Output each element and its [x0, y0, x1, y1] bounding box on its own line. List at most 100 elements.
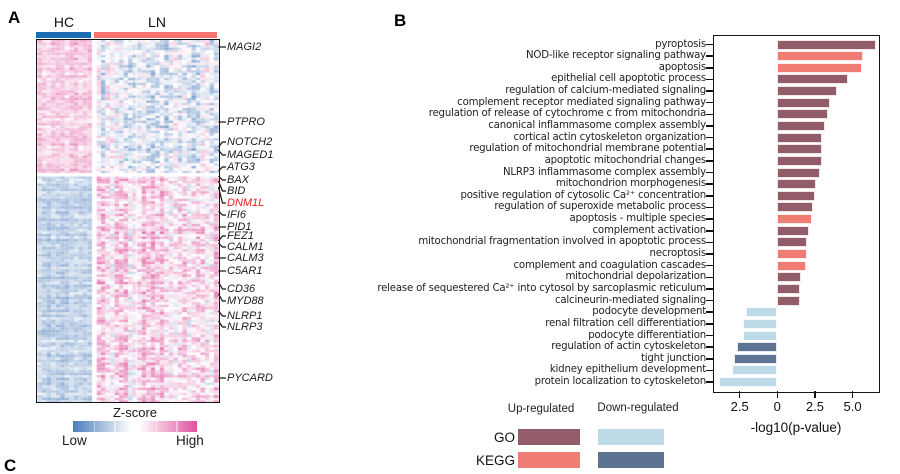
- colorbar-title: Z-score: [112, 405, 158, 420]
- pathway-label: regulation of superoxide metabolic proce…: [494, 201, 706, 213]
- enrichment-bar: [745, 307, 778, 318]
- y-axis-tick: [705, 43, 713, 46]
- pathway-label: mitochondrial depolarization: [565, 271, 706, 283]
- pathway-label: pyroptosis: [655, 38, 706, 50]
- y-axis-tick: [705, 78, 713, 81]
- enrichment-bar: [777, 225, 809, 236]
- heatmap-group-hc-bar: [36, 31, 91, 38]
- gene-leader-line: [218, 166, 226, 172]
- gene-label: NLRP1: [227, 309, 263, 322]
- y-axis-tick: [705, 311, 713, 313]
- gene-leader-line: [218, 149, 226, 156]
- heatmap-group-hc-label: HC: [53, 14, 75, 30]
- y-axis-tick: [705, 241, 713, 244]
- gene-leader-line: [218, 141, 226, 148]
- pathway-label: apoptosis: [658, 61, 706, 73]
- x-axis-tick: [738, 391, 741, 398]
- y-axis-tick: [705, 334, 713, 337]
- y-axis-tick: [705, 195, 713, 197]
- y-axis-tick: [705, 346, 713, 348]
- colorbar-tick: [176, 421, 178, 432]
- gene-label: CD36: [227, 282, 256, 295]
- enrichment-bar: [732, 365, 778, 376]
- pathway-label: regulation of actin cytoskeleton: [551, 341, 706, 353]
- legend-kegg-label: KEGG: [475, 453, 515, 468]
- y-axis-tick: [705, 113, 713, 116]
- colorbar-tick: [114, 421, 116, 432]
- gene-leader-line: [218, 320, 226, 328]
- x-axis-tick: [851, 391, 854, 398]
- enrichment-bar: [736, 342, 778, 353]
- pathway-label: complement activation: [592, 224, 707, 236]
- y-axis-tick: [705, 136, 713, 139]
- y-axis-tick: [705, 148, 713, 151]
- pathway-label: protein localization to cytoskeleton: [534, 376, 707, 388]
- x-axis-tick: [814, 391, 816, 398]
- y-axis-tick: [705, 183, 713, 185]
- x-tick-label: 5.0: [843, 399, 862, 414]
- y-axis-tick: [705, 357, 713, 360]
- gene-label: BAX: [227, 173, 250, 186]
- enrichment-bar: [777, 202, 814, 213]
- enrichment-bar: [777, 260, 806, 271]
- pathway-label: NOD-like receptor signaling pathway: [526, 50, 706, 62]
- gene-label: CALM3: [227, 251, 264, 264]
- enrichment-bar: [777, 74, 849, 85]
- enrichment-bar: [777, 97, 830, 108]
- enrichment-bar: [742, 330, 778, 341]
- gene-leader-line: [218, 242, 226, 248]
- pathway-label: NLRP3 inflammasome complex assembly: [502, 166, 706, 178]
- y-axis-tick: [705, 381, 713, 383]
- y-axis-tick: [705, 369, 713, 372]
- legend-swatch-kegg-up: [518, 452, 580, 468]
- enrichment-bar: [777, 272, 802, 283]
- y-axis-tick: [705, 101, 713, 104]
- x-tick-label: 2.5: [730, 399, 749, 414]
- enrichment-bar: [777, 179, 817, 190]
- pathway-label: mitochondrial fragmentation involved in …: [418, 236, 706, 248]
- enrichment-bar: [777, 86, 837, 97]
- gene-leader-line: [217, 293, 226, 302]
- enrichment-bar: [777, 120, 825, 131]
- pathway-label: release of sequestered Ca²⁺ into cytosol…: [377, 282, 706, 294]
- gene-label: ATG3: [227, 160, 255, 173]
- y-axis-tick: [705, 125, 713, 127]
- pathway-label: cortical actin cytoskeleton organization: [513, 131, 707, 143]
- x-axis-title: -log10(p-value): [750, 420, 842, 435]
- y-axis-tick: [705, 90, 713, 92]
- heatmap-group-ln-bar: [93, 31, 217, 38]
- pathway-label: regulation of mitochondrial membrane pot…: [469, 143, 706, 155]
- pathway-label: tight junction: [640, 352, 706, 364]
- gene-label: PYCARD: [227, 371, 273, 384]
- gene-label: NOTCH2: [227, 135, 273, 148]
- pathway-label: renal filtration cell differentiation: [545, 317, 706, 329]
- y-axis-tick: [705, 171, 713, 174]
- panel-a-label: A: [8, 8, 21, 27]
- gene-leader-line: [218, 210, 226, 216]
- gene-label: MYD88: [227, 294, 264, 307]
- gene-label: MAGED1: [227, 148, 274, 161]
- enrichment-bar: [777, 190, 815, 201]
- gene-label: FEZ1: [227, 229, 254, 242]
- gene-label: MAGI2: [227, 40, 262, 53]
- enrichment-bar: [777, 39, 876, 50]
- enrichment-bar: [718, 377, 778, 388]
- enrichment-bar: [777, 144, 823, 155]
- pathway-label: regulation of calcium-mediated signaling: [505, 85, 706, 97]
- y-axis-tick: [705, 276, 713, 279]
- gene-label: PTPRO: [227, 115, 265, 128]
- enrichment-bar: [777, 249, 807, 260]
- x-tick-label: 0: [773, 399, 781, 414]
- legend-down-header: Down-regulated: [597, 402, 679, 414]
- gene-leader-line: [218, 175, 226, 181]
- gene-leader-line: [217, 281, 226, 290]
- gene-label: BID: [227, 184, 246, 197]
- gene-leader-line: [217, 186, 226, 204]
- pathway-label: apoptosis - multiple species: [569, 213, 706, 225]
- enrichment-bar: [777, 109, 828, 120]
- legend-go-label: GO: [493, 430, 515, 445]
- y-axis-tick: [705, 253, 713, 255]
- panel-b-label: B: [394, 11, 407, 30]
- colorbar-tick: [93, 421, 96, 432]
